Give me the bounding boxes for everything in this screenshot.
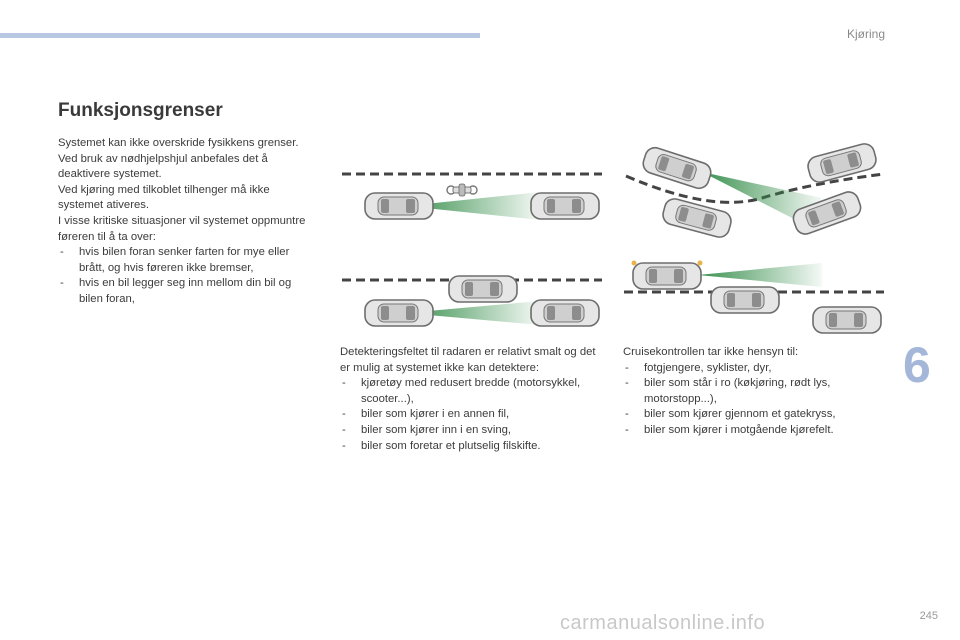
hazard-light-icon [631,260,637,266]
left-column: Systemet kan ikke overskride fysikkens g… [58,136,316,308]
list-item: hvis en bil legger seg inn mellom din bi… [58,276,316,307]
car-icon [639,144,715,192]
diagram-curve [625,140,885,241]
bullet-list: hvis bilen foran senker farten for mye e… [58,245,316,307]
page-heading: Funksjonsgrenser [58,100,223,121]
paragraph: Cruisekontrollen tar ikke hensyn til: [623,346,799,358]
paragraph: Ved kjøring med tilkoblet tilhenger må i… [58,183,270,212]
hazard-light-icon [697,260,703,266]
car-icon [812,306,882,334]
diagram-other-lane [342,275,602,327]
car-icon [632,262,702,290]
car-icon [448,275,518,303]
list-item: fotgjengere, syklister, dyr, [623,361,883,377]
paragraph: Ved bruk av nødhjelpshjul anbefales det … [58,152,268,181]
list-item: biler som kjører inn i en sving, [340,423,608,439]
bullet-list: fotgjengere, syklister, dyr, biler som s… [623,361,883,439]
paragraph: I visse kritiske situasjoner vil systeme… [58,214,306,243]
motorcycle-icon [446,183,478,197]
watermark: carmanualsonline.info [560,612,766,634]
middle-column: Detekteringsfeltet til radaren er relati… [340,345,608,454]
list-item: biler som kjører i motgående kjørefelt. [623,423,883,439]
car-icon [710,286,780,314]
diagram-narrow-vehicle [342,172,602,220]
right-column: Cruisekontrollen tar ikke hensyn til: fo… [623,345,883,439]
bullet-list: kjøretøy med redusert bredde (motorsykke… [340,376,608,454]
list-item: biler som kjører i en annen fil, [340,407,608,423]
car-icon [364,192,434,220]
list-item: biler som foretar et plutselig filskifte… [340,439,608,455]
header-accent-bar [0,33,480,38]
list-item: kjøretøy med redusert bredde (motorsykke… [340,376,608,407]
section-title: Kjøring [846,27,885,41]
car-icon [530,299,600,327]
car-icon [530,192,600,220]
paragraph: Detekteringsfeltet til radaren er relati… [340,346,596,374]
car-icon [804,140,880,186]
list-item: biler som kjører gjennom et gatekryss, [623,407,883,423]
chapter-number: 6 [903,337,931,393]
list-item: hvis bilen foran senker farten for mye e… [58,245,316,276]
car-icon [364,299,434,327]
list-item: biler som står i ro (køkjøring, rødt lys… [623,376,883,407]
page-number: 245 [919,610,938,622]
diagram-stopped-vehicle [624,260,884,334]
paragraph: Systemet kan ikke overskride fysikkens g… [58,137,299,149]
